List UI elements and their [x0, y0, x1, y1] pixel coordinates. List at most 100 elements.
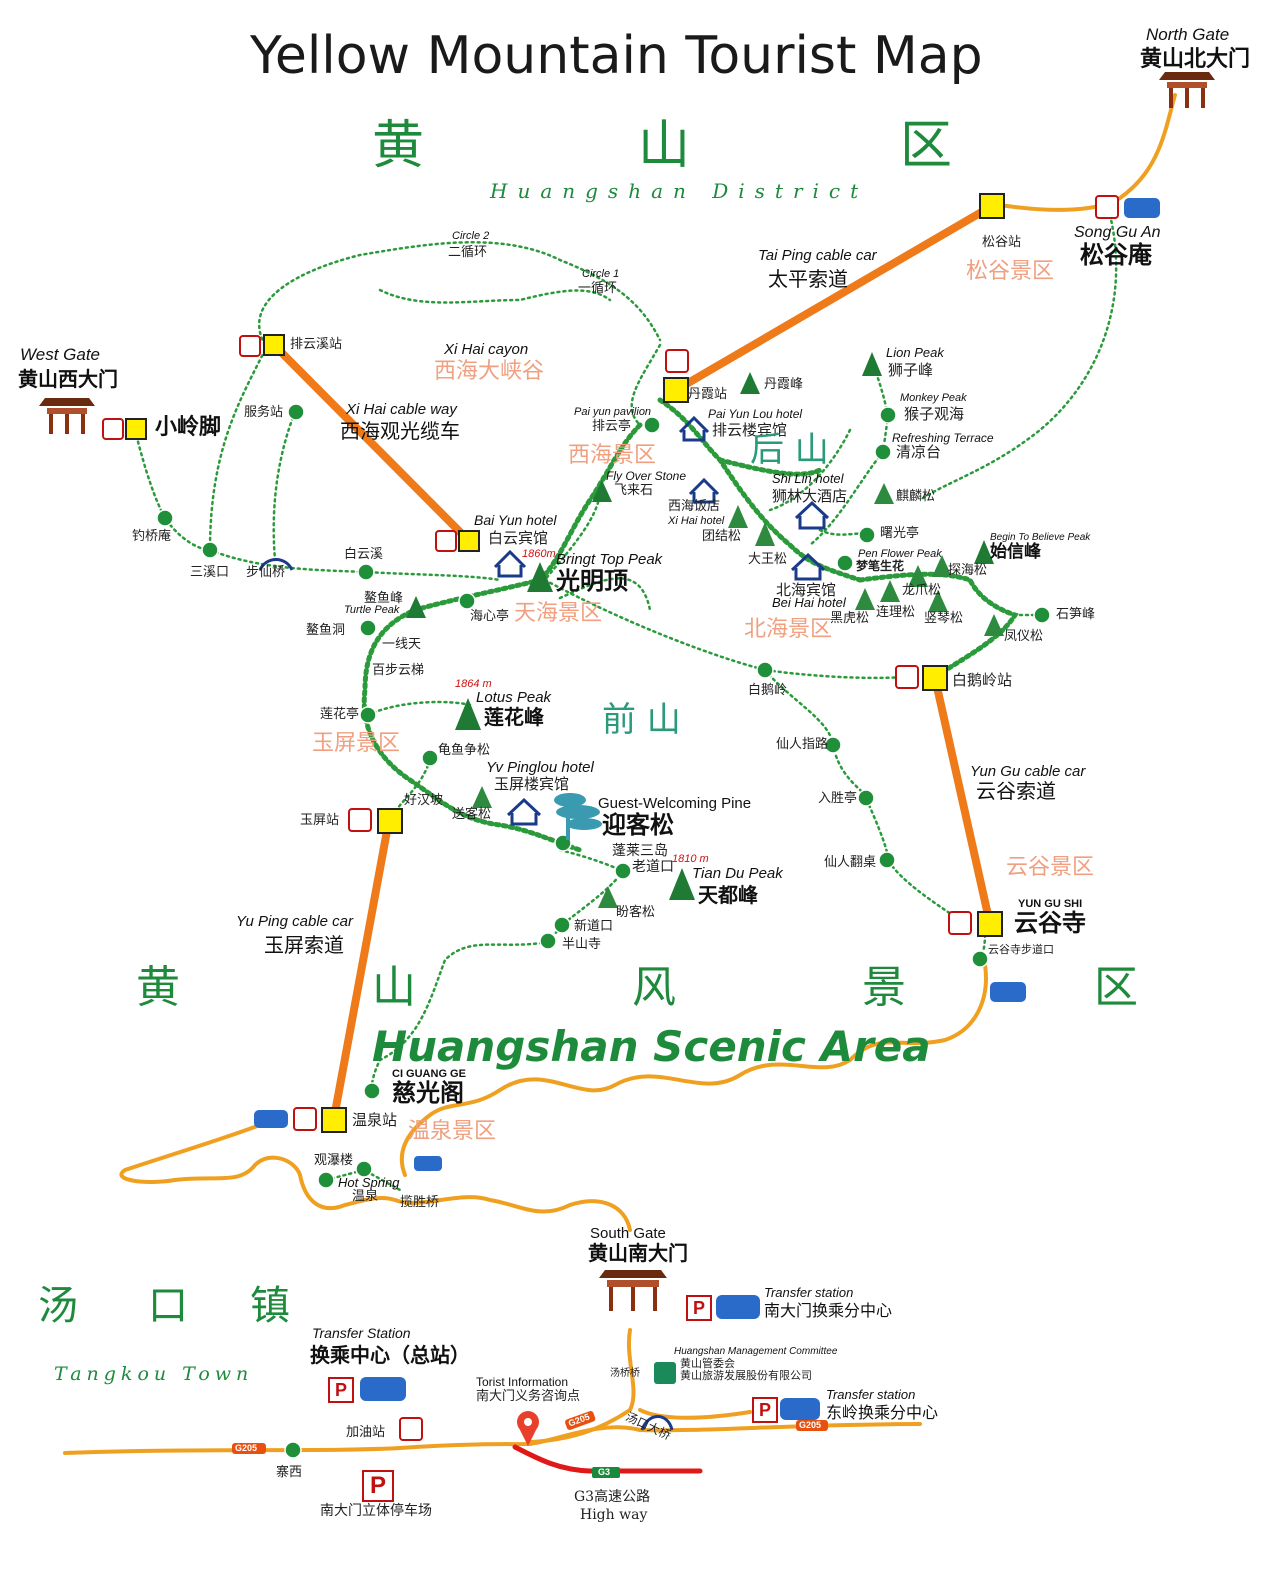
- xiaolingjiao: 小岭脚: [155, 415, 222, 440]
- town-char-1: 汤: [38, 1283, 78, 1329]
- scenic-area-en: Huangshan Scenic Area: [372, 1022, 931, 1071]
- baiyun-hotel-en: Bai Yun hotel: [474, 512, 557, 528]
- cable-car-icons: [102, 195, 1119, 1131]
- yuping-cable-en: Yu Ping cable car: [236, 913, 354, 930]
- parking-icon-lot: P: [362, 1470, 394, 1502]
- xihai-hotel-cn: 西海饭店: [668, 499, 721, 514]
- baibuyunti: 百步云梯: [372, 663, 425, 678]
- monkey-peak-cn: 猴子观海: [904, 405, 965, 423]
- guiyuzhengsong: 龟鱼争松: [438, 743, 491, 758]
- heihusong: 黑虎松: [830, 611, 870, 626]
- highway-g3: [512, 1444, 703, 1474]
- transfer-south-cn: 南大门换乘分中心: [764, 1301, 893, 1320]
- yuping-hotel-en: Yv Pinglou hotel: [486, 759, 594, 776]
- district-char-1: 黄: [372, 116, 425, 176]
- shixin-cn: 始信峰: [990, 542, 1041, 562]
- circle1-cn: 一循环: [578, 281, 618, 296]
- monkey-peak-en: Monkey Peak: [900, 392, 967, 404]
- paiyun-pavilion-cn: 排云亭: [592, 419, 632, 434]
- taiping-cable-cn: 太平索道: [768, 267, 848, 291]
- cable-stations: [125, 193, 1005, 1133]
- district-en: Huangshan District: [490, 179, 869, 203]
- beihai-hotel-cn: 北海宾馆: [776, 581, 837, 599]
- info-cn: 南大门义务咨询点: [476, 1389, 581, 1404]
- yungusi-en: YUN GU SHI: [1018, 898, 1083, 910]
- south-gate-cn: 黄山南大门: [588, 1241, 688, 1265]
- lion-peak-cn: 狮子峰: [888, 361, 934, 379]
- transfer-main-cn: 换乘中心（总站）: [310, 1343, 470, 1367]
- g3-label: G3: [598, 1467, 611, 1477]
- tanhaisong: 探海松: [948, 563, 988, 578]
- welcoming-pine-en: Guest-Welcoming Pine: [598, 795, 752, 812]
- road-north: [998, 93, 1177, 212]
- lianhuating: 莲花亭: [320, 707, 360, 722]
- xihai-cable-en: Xi Hai cable way: [346, 401, 457, 418]
- shisunfeng: 石笋峰: [1056, 607, 1096, 622]
- north-gate-cn: 黄山北大门: [1140, 47, 1251, 72]
- cable-lines: [270, 202, 996, 1122]
- committee-en: Huangshan Management Committee: [674, 1346, 838, 1357]
- service-station: 服务站: [244, 405, 284, 420]
- laodaokou: 老道口: [632, 859, 674, 875]
- guangming-en: Bringt Top Peak: [556, 551, 663, 568]
- shixin-en: Begin To Believe Peak: [990, 532, 1091, 543]
- baiyun-hotel-cn: 白云宾馆: [488, 529, 549, 547]
- taiping-cable-en: Tai Ping cable car: [758, 247, 877, 264]
- district-char-2: 山: [638, 116, 691, 176]
- lianhua-elev: 1864 m: [455, 678, 492, 690]
- gate-pavilions: [39, 72, 1215, 1311]
- ciguang-en: CI GUANG GE: [392, 1068, 466, 1080]
- beihai-hotel-en: Bei Hai hotel: [772, 595, 846, 610]
- circle2-en: Circle 2: [452, 230, 490, 242]
- tangqiaoqiao: 汤桥桥: [610, 1368, 640, 1379]
- panke: 盼客松: [616, 905, 656, 920]
- yuping-station: 玉屏站: [300, 813, 340, 828]
- diaoqiaoan: 钓桥庵: [132, 529, 172, 544]
- shilin-hotel-en: Shi Lin hotel: [772, 471, 844, 486]
- yuping-hotel-cn: 玉屏楼宾馆: [494, 775, 570, 793]
- yungusi-road: 云谷寺步道口: [988, 943, 1054, 956]
- paiyun-pavilion-en: Pai yun pavilion: [574, 406, 652, 418]
- road-scenic-boundary: [399, 963, 988, 1177]
- welcoming-pine-cn: 迎客松: [602, 811, 674, 839]
- xihai-zone: 西海景区: [568, 443, 657, 468]
- banshansi: 半山寺: [562, 937, 602, 952]
- zhaixi: 寨西: [276, 1465, 303, 1480]
- road-g205: [63, 1422, 922, 1455]
- baieling-station: 白鹅岭站: [952, 671, 1013, 689]
- haohanpo: 好汉坡: [404, 793, 444, 808]
- buxianqiao: 步仙桥: [246, 565, 286, 580]
- info-en: Torist Information: [476, 1375, 569, 1389]
- xianrenzhilu: 仙人指路: [776, 737, 829, 752]
- scenic-char-4: 景: [862, 962, 906, 1013]
- pine-trees: [472, 483, 1004, 908]
- songguan-cn: 松谷庵: [1080, 241, 1152, 269]
- wenquan-zone: 温泉景区: [408, 1119, 497, 1144]
- baiyunxi: 白云溪: [344, 547, 384, 562]
- road-plates: [232, 1411, 828, 1478]
- hotspring-cn: 温泉: [352, 1189, 379, 1204]
- highway-cn: G3高速公路: [574, 1489, 651, 1505]
- committee-cn1: 黄山管委会: [680, 1357, 735, 1370]
- danxia-station: 丹霞站: [688, 387, 728, 402]
- town-char-2: 口: [148, 1283, 188, 1329]
- turtle-peak-cn: 鳌鱼峰: [364, 591, 404, 606]
- scenic-char-5: 区: [1094, 962, 1138, 1013]
- gas-station: 加油站: [346, 1425, 386, 1440]
- lion-peak-en: Lion Peak: [886, 345, 944, 360]
- shuqinsong: 竖琴松: [924, 611, 964, 626]
- xihai-hotel-en: Xi Hai hotel: [668, 515, 725, 527]
- shilin-hotel-cn: 狮林大酒店: [772, 487, 848, 505]
- refresh-terrace-cn: 清凉台: [896, 443, 942, 461]
- peak-triangles: [406, 352, 994, 900]
- g205-label-west: G205: [235, 1443, 258, 1453]
- xihai-canyon-cn: 西海大峡谷: [434, 359, 545, 384]
- guangming-cn: 光明顶: [556, 567, 628, 595]
- bridge-icon-2: [640, 1415, 674, 1431]
- dawangsong: 大王松: [748, 552, 788, 567]
- road-east: [638, 1408, 752, 1420]
- road-hotspring-loop: [119, 1123, 632, 1232]
- hotel-icons: [493, 415, 830, 826]
- parking-icon-east: P: [752, 1397, 778, 1423]
- highway-en: High way: [580, 1507, 648, 1523]
